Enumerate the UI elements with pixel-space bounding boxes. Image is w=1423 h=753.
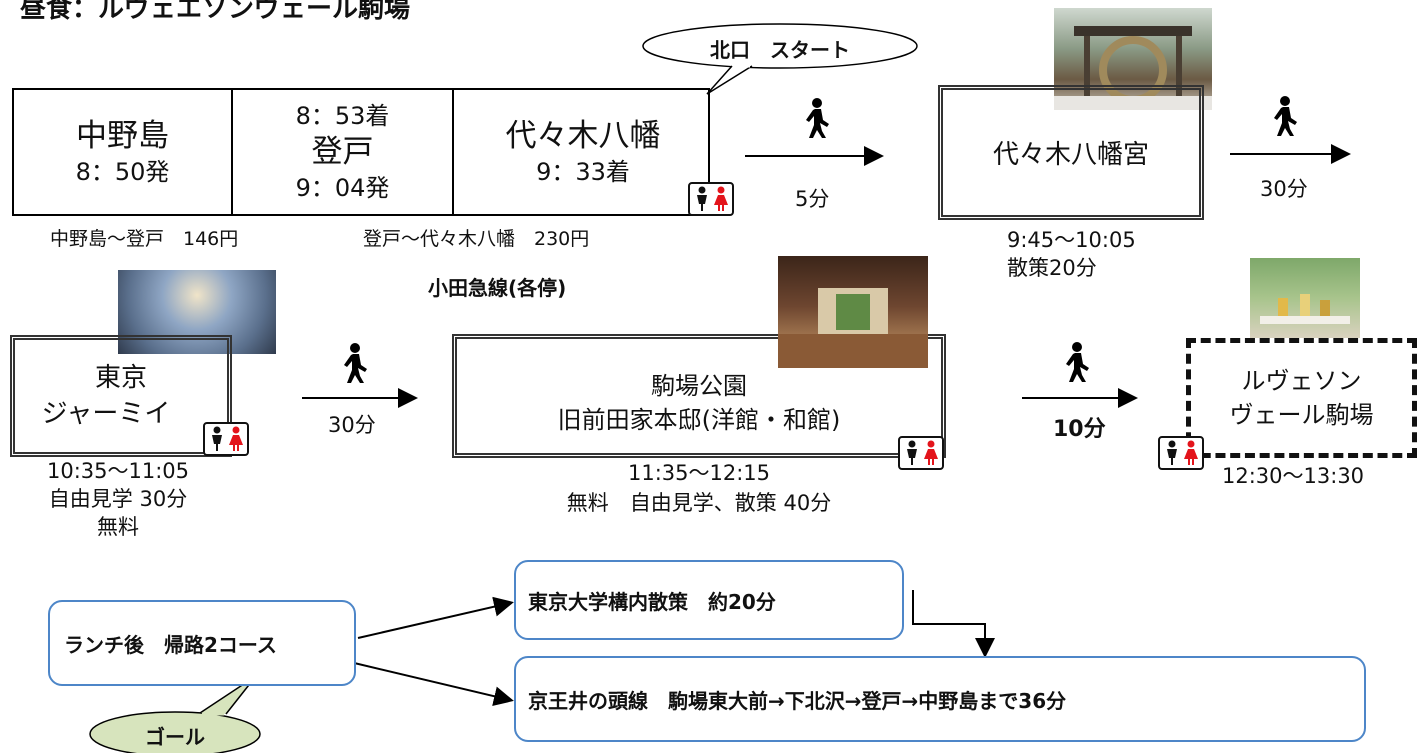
arrow-down-icon xyxy=(912,590,995,658)
start-bubble-text: 北口 スタート xyxy=(710,38,850,62)
japanese-house-photo xyxy=(778,256,928,368)
restaurant-photo xyxy=(1250,258,1360,338)
spot-yoyogi-hachimangu: 代々木八幡宮 xyxy=(938,85,1204,220)
return-route-1: 東京大学構内散策 約20分 xyxy=(514,560,904,640)
walk-time: 5分 xyxy=(795,187,830,211)
walk-time: 30分 xyxy=(1260,177,1308,201)
station-name: 代々木八幡 xyxy=(505,118,661,154)
spot-tokyo-camii: 東京 ジャーミイ xyxy=(10,335,232,457)
walking-person-icon xyxy=(802,98,832,142)
spot-name-line1: ルヴェソン xyxy=(1241,367,1362,395)
train-box-end-line xyxy=(708,88,710,216)
train-schedule-box: 中野島 8：50発 8：53着 登戸 9：04発 代々木八幡 9：33着 xyxy=(12,88,710,216)
spot-name-line1: 東京 xyxy=(94,363,147,393)
spot-name: 代々木八幡宮 xyxy=(992,140,1149,170)
fare-2: 登戸～代々木八幡 230円 xyxy=(363,228,590,250)
visit-time: 11:35～12:15 xyxy=(627,461,771,485)
restroom-icon xyxy=(203,422,249,456)
start-speech-bubble xyxy=(642,23,918,95)
spot-komaba-park: 駒場公園 旧前田家本邸(洋館・和館) xyxy=(452,334,946,458)
spot-info: 10:35～11:05 自由見学 30分 無料 xyxy=(8,457,228,541)
goal-bubble-text: ゴール xyxy=(145,725,205,749)
restroom-icon xyxy=(688,182,734,216)
spot-info: 9:45～10:05 散策20分 xyxy=(1007,226,1136,282)
visit-time: 10:35～11:05 xyxy=(46,459,190,483)
return-start-text: ランチ後 帰路2コース xyxy=(64,632,277,657)
arrow-right-icon xyxy=(357,596,514,639)
page-title: 昼食：ルヴェエソンヴェール駒場 xyxy=(20,0,411,24)
walking-person-icon xyxy=(1270,96,1300,140)
arrival-time: 8：53着 xyxy=(295,102,390,130)
spot-restaurant: ルヴェソン ヴェール駒場 xyxy=(1186,338,1417,458)
visit-time: 12:30～13:30 xyxy=(1222,464,1365,488)
line-name: 小田急線(各停) xyxy=(428,276,567,300)
visit-note: 無料 自由見学、散策 40分 xyxy=(566,491,832,515)
restroom-icon xyxy=(898,436,944,470)
fare-1: 中野島～登戸 146円 xyxy=(50,228,239,250)
walk-time: 10分 xyxy=(1053,417,1106,442)
shrine-photo xyxy=(1054,8,1212,110)
departure-time: 9：04発 xyxy=(295,174,390,202)
walk-time: 30分 xyxy=(328,413,376,437)
mosque-photo xyxy=(118,270,276,354)
walking-person-icon xyxy=(340,343,370,387)
arrival-time: 9：33着 xyxy=(536,158,630,186)
spot-name-line2: 旧前田家本邸(洋館・和館) xyxy=(557,406,841,434)
departure-time: 8：50発 xyxy=(75,158,170,186)
spot-name-line1: 駒場公園 xyxy=(651,372,747,400)
return-route-2: 京王井の頭線 駒場東大前→下北沢→登戸→中野島まで36分 xyxy=(514,656,1366,742)
arrow-right-icon xyxy=(349,661,514,707)
station-nakanoshima: 中野島 8：50発 xyxy=(14,90,233,214)
spot-name-line2: ジャーミイ xyxy=(41,399,171,429)
return-start-box: ランチ後 帰路2コース xyxy=(48,600,356,686)
visit-note: 散策20分 xyxy=(1007,256,1097,280)
visit-fee: 無料 xyxy=(97,515,139,539)
return-route-2-text: 京王井の頭線 駒場東大前→下北沢→登戸→中野島まで36分 xyxy=(528,688,1067,713)
visit-note: 自由見学 30分 xyxy=(48,487,188,511)
spot-info: 11:35～12:15 無料 自由見学、散策 40分 xyxy=(452,458,946,518)
spot-name-line2: ヴェール駒場 xyxy=(1229,401,1374,429)
station-yoyogi-hachiman: 代々木八幡 9：33着 xyxy=(454,90,712,214)
return-route-1-text: 東京大学構内散策 約20分 xyxy=(528,589,776,614)
station-name: 登戸 xyxy=(311,134,374,170)
station-name: 中野島 xyxy=(76,118,169,154)
restroom-icon xyxy=(1158,436,1204,470)
visit-time: 9:45～10:05 xyxy=(1007,228,1136,252)
walking-person-icon xyxy=(1062,342,1092,386)
station-noborito: 8：53着 登戸 9：04発 xyxy=(233,90,454,214)
